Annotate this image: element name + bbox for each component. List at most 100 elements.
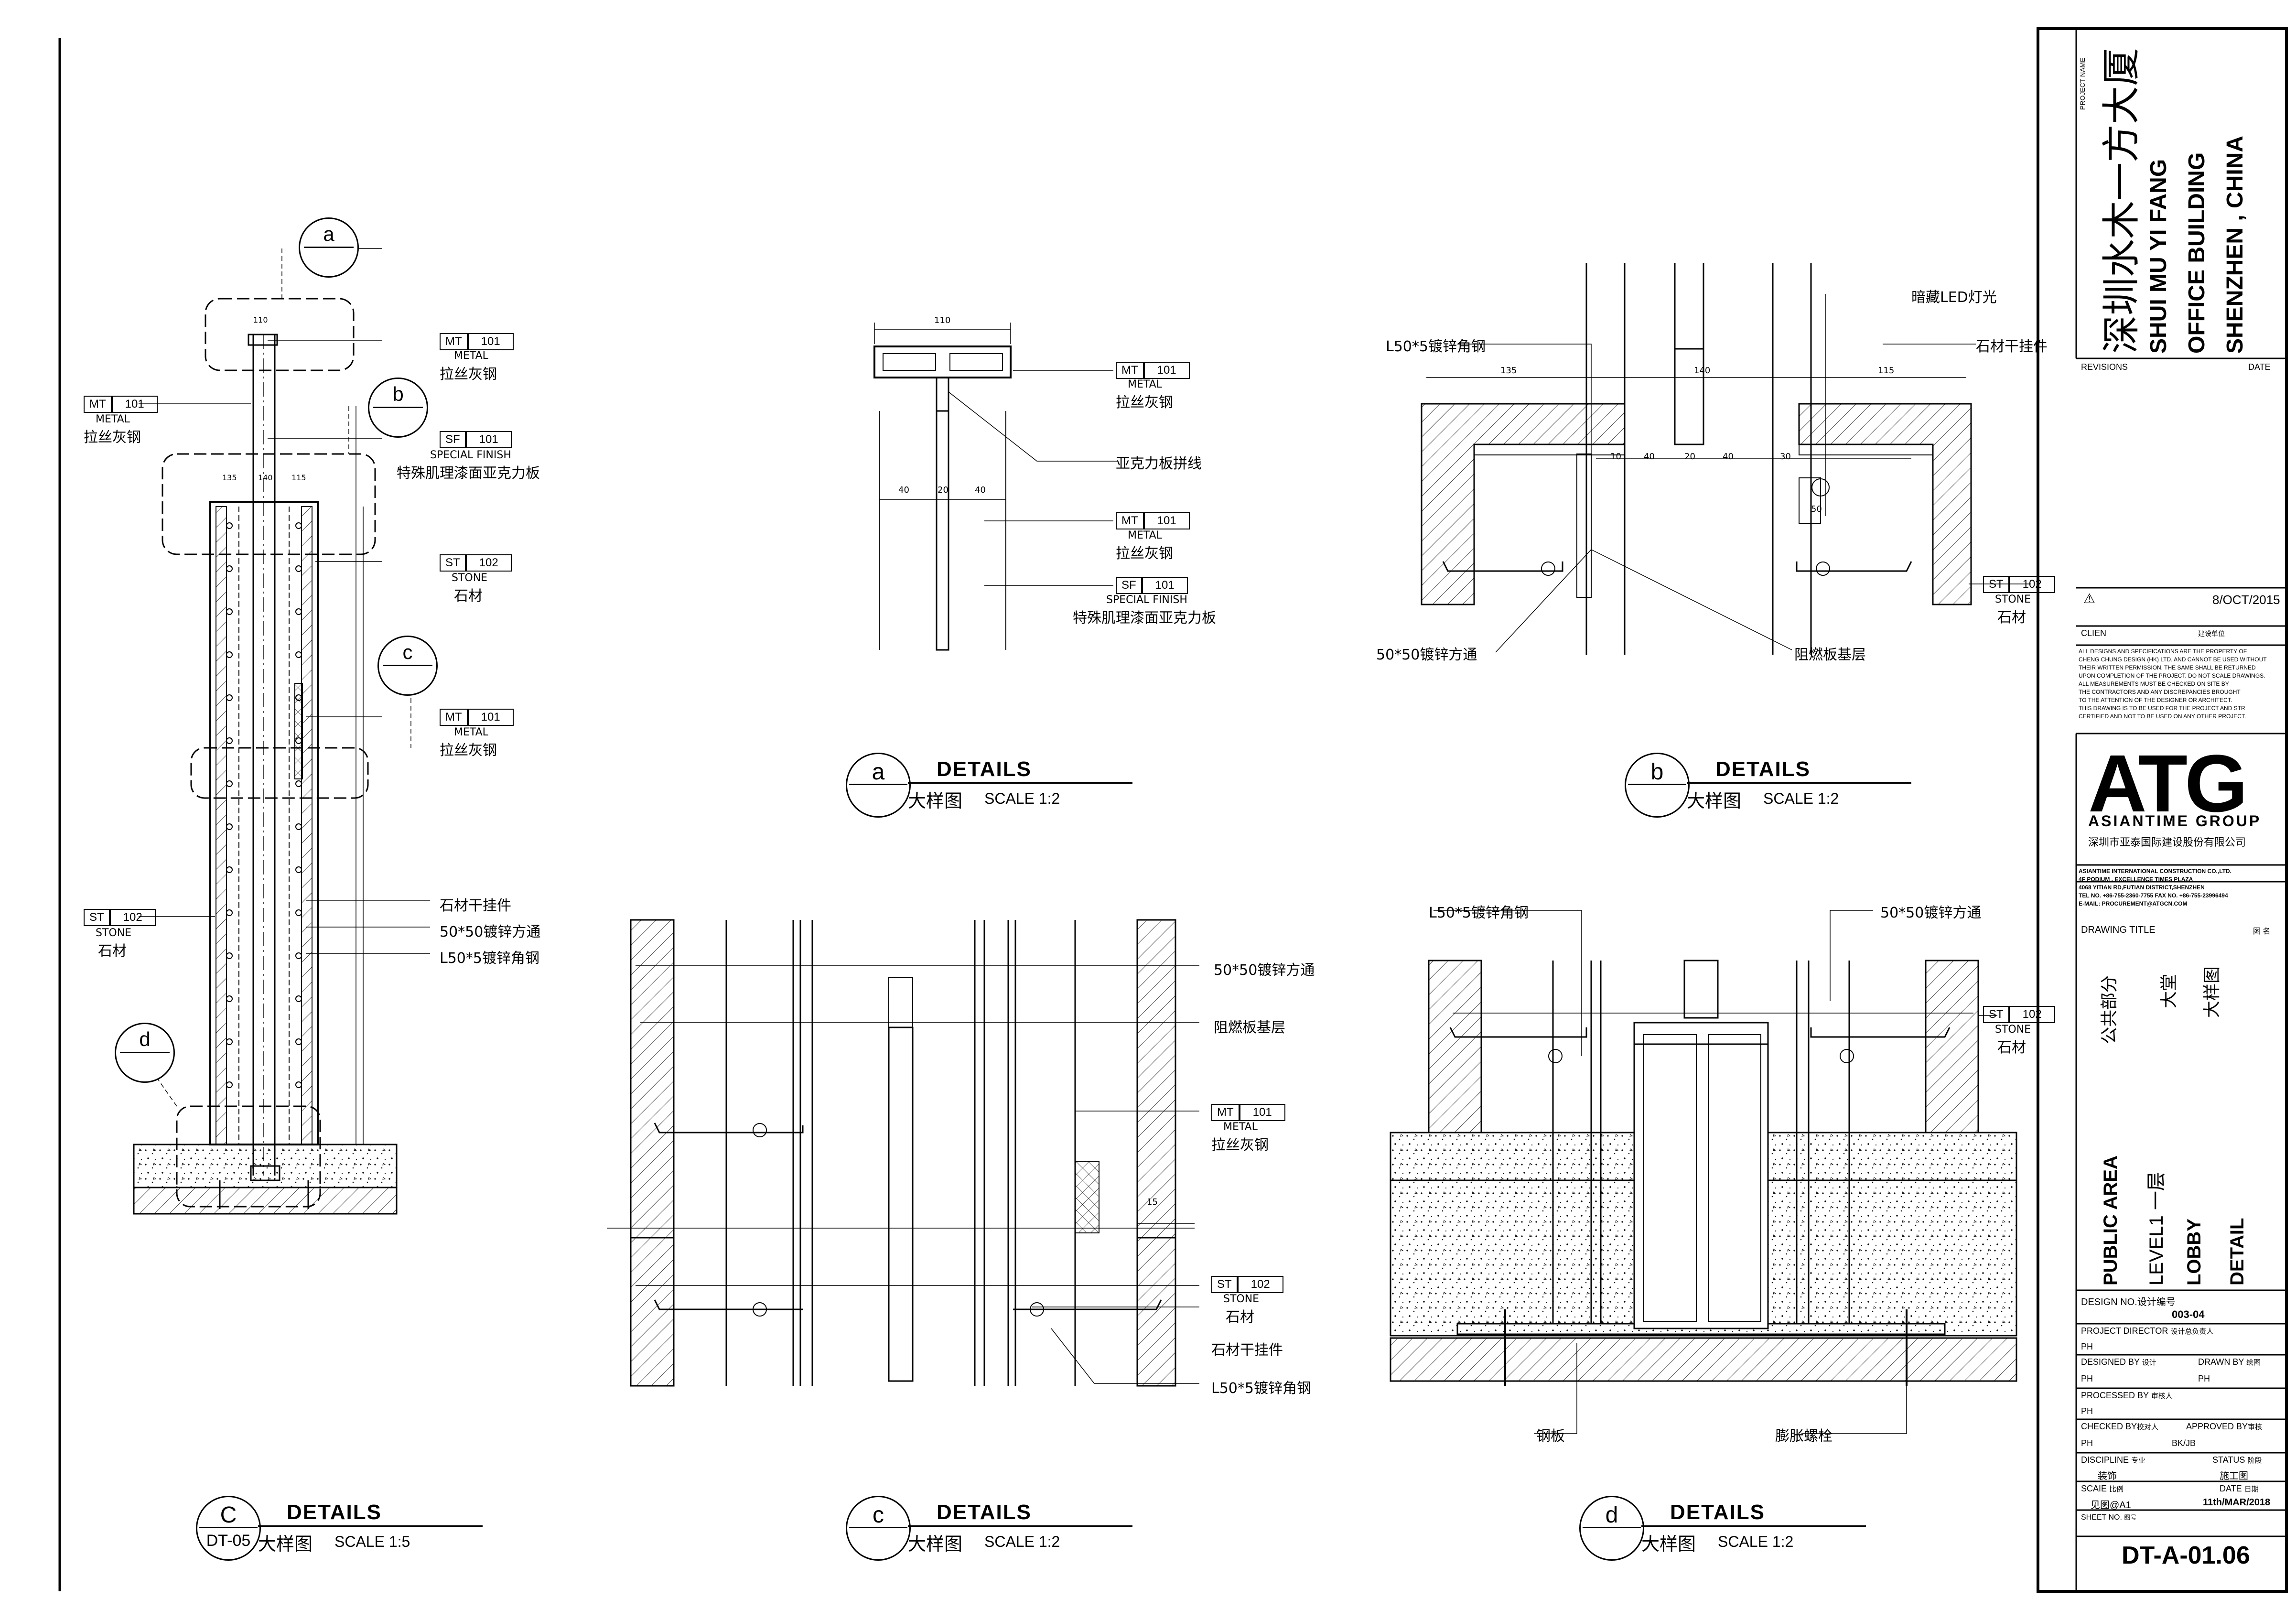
dim-115-c: 115 (291, 473, 306, 482)
callout-c: c (377, 636, 438, 696)
date-value: 11th/MAR/2018 (2203, 1497, 2271, 1508)
drawing-title-cn-label: 图 名 (2253, 928, 2271, 936)
disclaimer: ALL DESIGNS AND SPECIFICATIONS ARE THE P… (2079, 648, 2267, 720)
discipline-value: 装饰 (2098, 1471, 2117, 1481)
project-name-label: PROJECT NAME (2079, 57, 2086, 110)
tag-stone-d-en: STONE (1995, 1024, 2031, 1036)
approved-by-value: BK/JB (2172, 1438, 2196, 1448)
dim-110-c: 110 (253, 315, 268, 324)
note-angle-steel-b: L50*5镀锌角钢 (1386, 338, 1486, 355)
dim-115-b: 115 (1878, 366, 1895, 376)
processed-by-value: PH (2081, 1406, 2093, 1416)
project-name-en-3: SHENZHEN , CHINA (2222, 135, 2248, 354)
designed-by-value: PH (2081, 1374, 2093, 1383)
note-square-tube-d: 50*50镀锌方通 (1880, 905, 1982, 921)
tag-metal-a-2-cn: 拉丝灰钢 (1116, 545, 1173, 562)
tag-metal-2-en: METAL (96, 413, 130, 425)
tag-metal-3-en: METAL (454, 726, 488, 738)
approved-by-label: APPROVED BY审核 (2186, 1422, 2263, 1431)
detail-b-drawing (1421, 263, 2031, 655)
tag-metal-1-en: METAL (454, 350, 488, 362)
dim-20-b: 20 (1684, 452, 1695, 462)
dim-40-b-1: 40 (1644, 452, 1655, 462)
tag-metal-a-1-en: METAL (1128, 378, 1162, 390)
sheet-number: DT-A-01.06 (2122, 1542, 2250, 1569)
tag-stone-1-en: STONE (452, 572, 488, 584)
atg-logo-cn: 深圳市亚泰国际建设股份有限公司 (2088, 836, 2246, 848)
callout-a: a (299, 217, 359, 278)
status-value: 施工图 (2220, 1471, 2248, 1481)
note-fire-board-b: 阻燃板基层 (1794, 647, 1866, 663)
tag-special-finish-a-en: SPECIAL FINISH (1106, 594, 1187, 606)
note-hidden-led: 暗藏LED灯光 (1911, 289, 1997, 306)
tag-stone-b-en: STONE (1995, 594, 2031, 605)
scale-value: 见图@A1 (2091, 1500, 2131, 1511)
drawing-title-cn-1: 公共部分 (2099, 975, 2119, 1044)
dim-15-cc: 15 (1147, 1197, 1158, 1207)
scale-label: SCAIE 比例 (2081, 1484, 2124, 1493)
tag-stone-2-cn: 石材 (98, 943, 127, 960)
checked-by-value: PH (2081, 1438, 2093, 1448)
tag-metal-2-cn: 拉丝灰钢 (84, 429, 141, 446)
tag-special-finish-en: SPECIAL FINISH (430, 449, 511, 461)
detail-c-column (133, 248, 430, 1215)
note-steel-plate: 钢板 (1536, 1428, 1565, 1445)
company-info: ASIANTIME INTERNATIONAL CONSTRUCTION CO.… (2079, 868, 2231, 907)
note-fire-board-cc: 阻燃板基层 (1214, 1019, 1285, 1036)
dim-50-b: 50 (1811, 504, 1822, 514)
note-angle-steel-c: L50*5镀锌角钢 (440, 950, 539, 967)
tag-stone-1-cn: 石材 (454, 588, 483, 605)
atg-logo-sub: ASIANTIME GROUP (2088, 812, 2262, 830)
detail-c-drawing (607, 919, 1199, 1387)
revisions-date-label: DATE (2248, 362, 2271, 372)
tag-stone-d-cn: 石材 (1997, 1039, 2026, 1056)
tag-metal-a-2-en: METAL (1128, 529, 1162, 541)
tag-metal-1-cn: 拉丝灰钢 (440, 366, 497, 383)
tag-stone-b-cn: 石材 (1997, 609, 2026, 626)
tag-stone-cc-en: STONE (1223, 1293, 1260, 1305)
design-no-label: DESIGN NO.设计编号 (2081, 1297, 2176, 1307)
note-stone-hanger-b: 石材干挂件 (1976, 338, 2048, 355)
sheet-no-label: SHEET NO. 图号 (2081, 1513, 2137, 1522)
checked-by-label: CHECKED BY校对人 (2081, 1422, 2159, 1431)
tag-metal-a-1-cn: 拉丝灰钢 (1116, 394, 1173, 411)
note-acrylic-line: 亚克力板拼线 (1116, 455, 1202, 472)
drawing-title-cn-2: 大堂 (2159, 973, 2178, 1008)
discipline-label: DISCIPLINE 专业 (2081, 1455, 2146, 1465)
project-director-value: PH (2081, 1342, 2093, 1351)
note-square-tube-cc: 50*50镀锌方通 (1214, 962, 1315, 979)
drawn-by-value: PH (2198, 1374, 2210, 1383)
tag-metal-cc-cn: 拉丝灰钢 (1211, 1137, 1269, 1154)
date-label: DATE 日期 (2220, 1484, 2259, 1493)
tag-special-finish-a-cn: 特殊肌理漆面亚克力板 (1073, 610, 1216, 626)
note-angle-steel-d: L50*5镀锌角钢 (1429, 905, 1529, 921)
tag-special-finish-cn: 特殊肌理漆面亚克力板 (397, 465, 540, 482)
tag-metal-cc-en: METAL (1223, 1121, 1258, 1133)
revision-date: 8/OCT/2015 (2212, 593, 2280, 607)
dim-40-b-2: 40 (1723, 452, 1734, 462)
dim-140-b: 140 (1694, 366, 1711, 376)
project-director-label: PROJECT DIRECTOR 设计总负责人 (2081, 1326, 2214, 1336)
title-block-lines (2075, 29, 2286, 1591)
drawing-title-en-1: PUBLIC AREA (2100, 1155, 2121, 1285)
designed-by-label: DESIGNED BY 设计 (2081, 1357, 2156, 1367)
callout-d: d (115, 1023, 175, 1083)
stone-right (301, 506, 313, 1145)
drawing-title-en-3: LOBBY (2184, 1219, 2205, 1285)
detail-d-drawing (1390, 910, 2017, 1434)
callout-b: b (368, 378, 428, 438)
note-angle-steel-cc: L50*5镀锌角钢 (1211, 1380, 1311, 1397)
dim-135-c: 135 (222, 473, 237, 482)
atg-logo: ATG (2088, 738, 2248, 829)
